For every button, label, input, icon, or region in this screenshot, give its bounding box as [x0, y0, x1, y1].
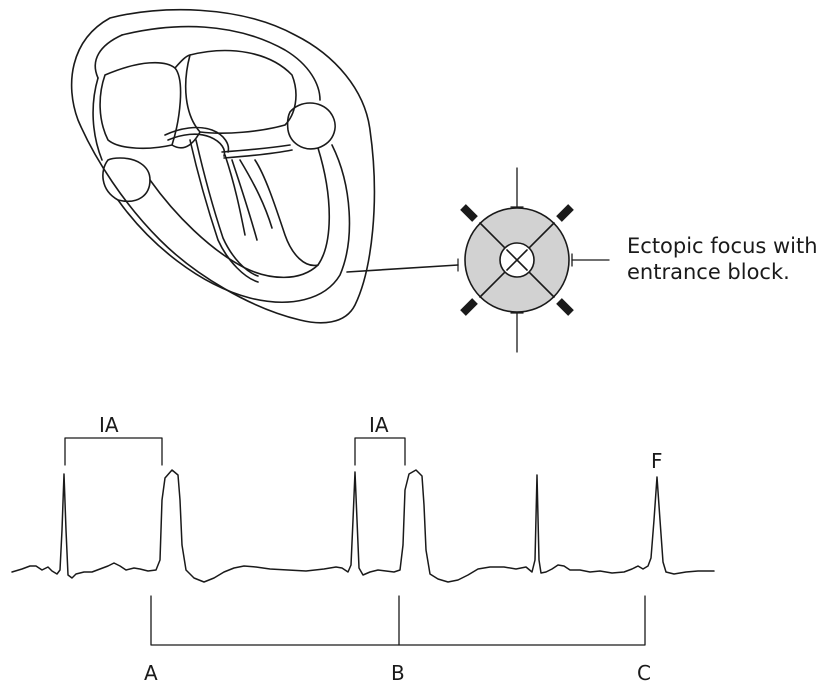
- heart-illustration: [72, 10, 458, 323]
- timeline-bracket: [151, 596, 645, 645]
- fusion-label-f: F: [651, 451, 663, 471]
- ecg-trace: [12, 470, 714, 582]
- interval-bracket-2: [355, 438, 405, 465]
- interval-bracket-1: [65, 438, 162, 465]
- point-label-a: A: [144, 663, 158, 683]
- caption-line-2: entrance block.: [627, 259, 818, 285]
- ecg-strip: [12, 438, 714, 645]
- interval-label-ia-2: IA: [369, 415, 389, 435]
- point-label-b: B: [391, 663, 405, 683]
- point-label-c: C: [637, 663, 651, 683]
- interval-label-ia-1: IA: [99, 415, 119, 435]
- ectopic-focus: [463, 168, 609, 352]
- caption-line-1: Ectopic focus with: [627, 233, 818, 259]
- focus-caption: Ectopic focus with entrance block.: [627, 233, 818, 285]
